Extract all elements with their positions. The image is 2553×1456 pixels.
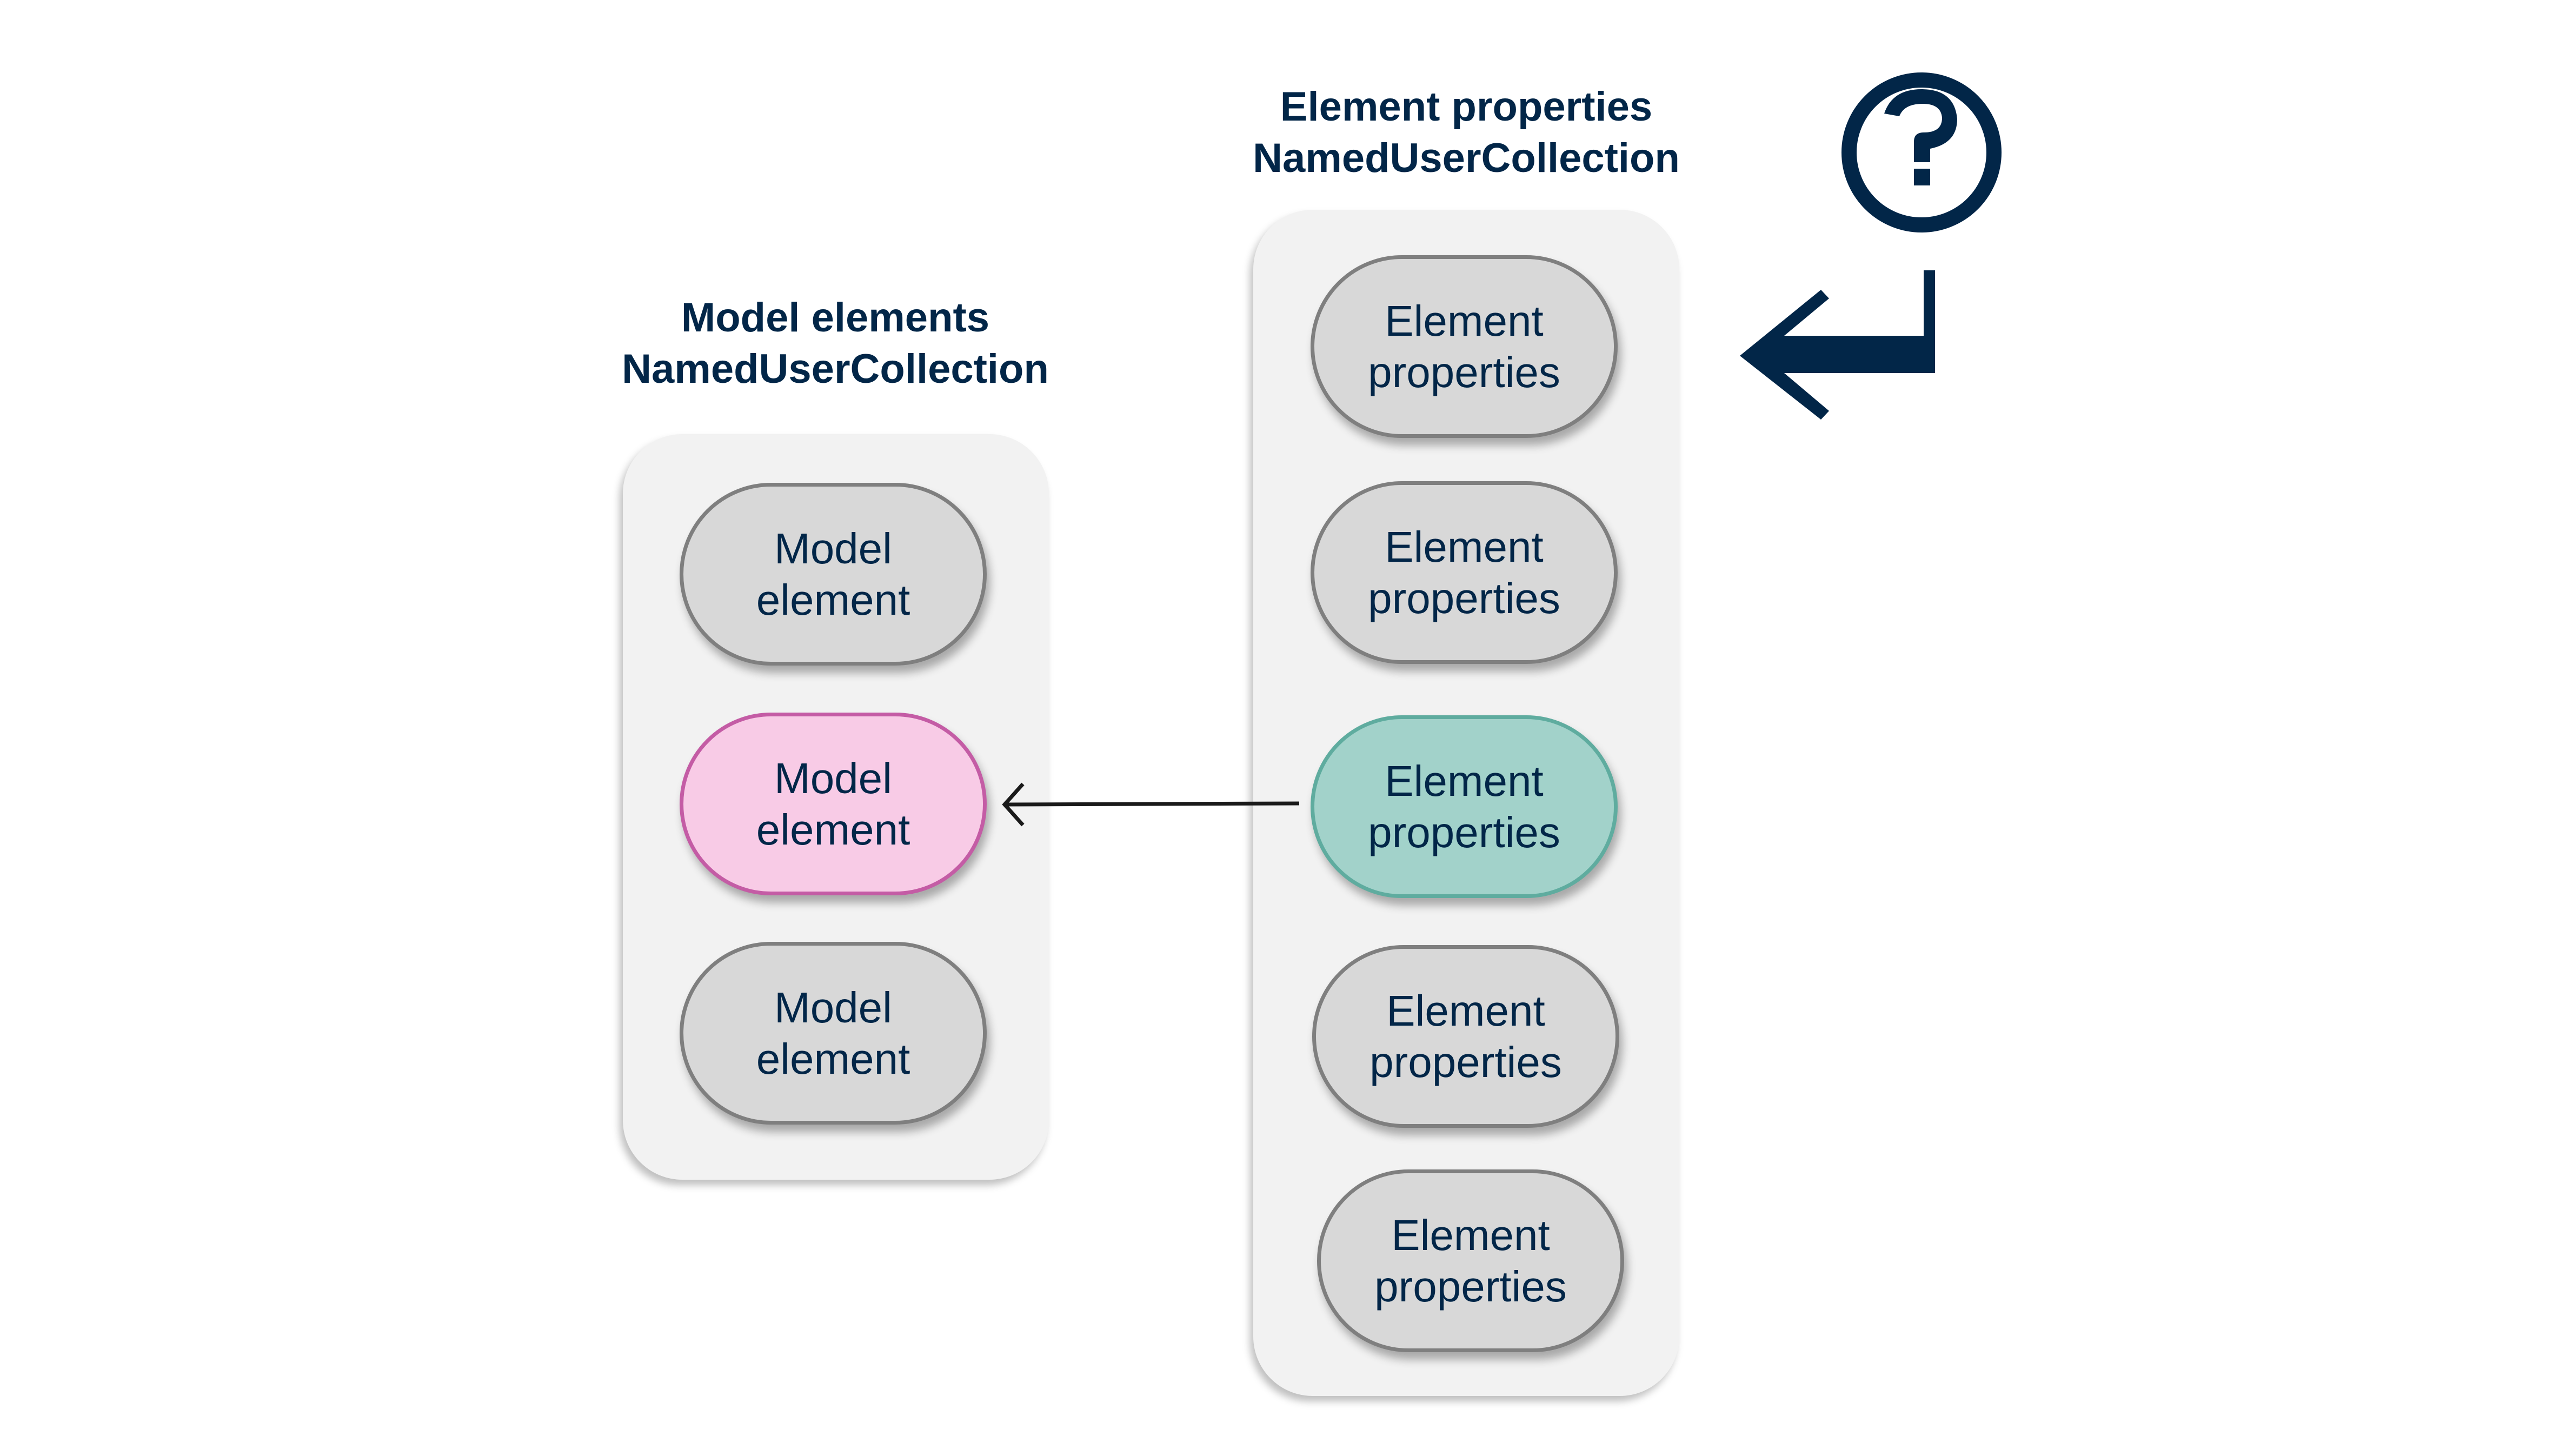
node-label-line2: properties: [1369, 1038, 1562, 1086]
connector-arrow: [1002, 782, 1300, 827]
node-label-line2: element: [756, 1035, 910, 1083]
element-properties-node[interactable]: Element properties: [1311, 481, 1618, 664]
element-properties-node-highlighted[interactable]: Element properties: [1311, 715, 1618, 898]
question-circle-icon[interactable]: [1841, 72, 2002, 232]
node-label-line2: element: [756, 576, 910, 624]
return-arrow-icon[interactable]: [1740, 270, 1935, 420]
node-label-line2: properties: [1368, 348, 1560, 396]
model-element-node[interactable]: Model element: [680, 483, 987, 666]
node-label-line1: Model: [774, 524, 892, 573]
element-properties-node[interactable]: Element properties: [1311, 255, 1618, 438]
node-label-line1: Element: [1391, 1211, 1550, 1259]
left-group-title-line1: Model elements: [681, 295, 990, 341]
node-label-line2: properties: [1368, 574, 1560, 622]
node-label-line1: Element: [1385, 297, 1544, 345]
node-label-line1: Model: [774, 983, 892, 1032]
right-group-title-line2: NamedUserCollection: [1253, 135, 1680, 181]
left-group-title: Model elements NamedUserCollection: [619, 292, 1052, 395]
model-element-node-highlighted[interactable]: Model element: [680, 713, 987, 895]
element-properties-node[interactable]: Element properties: [1317, 1169, 1624, 1352]
element-properties-node[interactable]: Element properties: [1312, 945, 1619, 1128]
node-label-line1: Element: [1385, 757, 1544, 805]
left-group-title-line2: NamedUserCollection: [622, 346, 1049, 392]
node-label-line2: properties: [1368, 808, 1560, 856]
node-label-line1: Element: [1386, 987, 1545, 1035]
node-label-line1: Element: [1385, 523, 1544, 571]
node-label-line2: element: [756, 806, 910, 854]
right-group-title: Element properties NamedUserCollection: [1250, 81, 1683, 184]
node-label-line2: properties: [1374, 1262, 1567, 1311]
model-element-node[interactable]: Model element: [680, 942, 987, 1125]
right-group-title-line1: Element properties: [1280, 84, 1653, 130]
node-label-line1: Model: [774, 754, 892, 802]
